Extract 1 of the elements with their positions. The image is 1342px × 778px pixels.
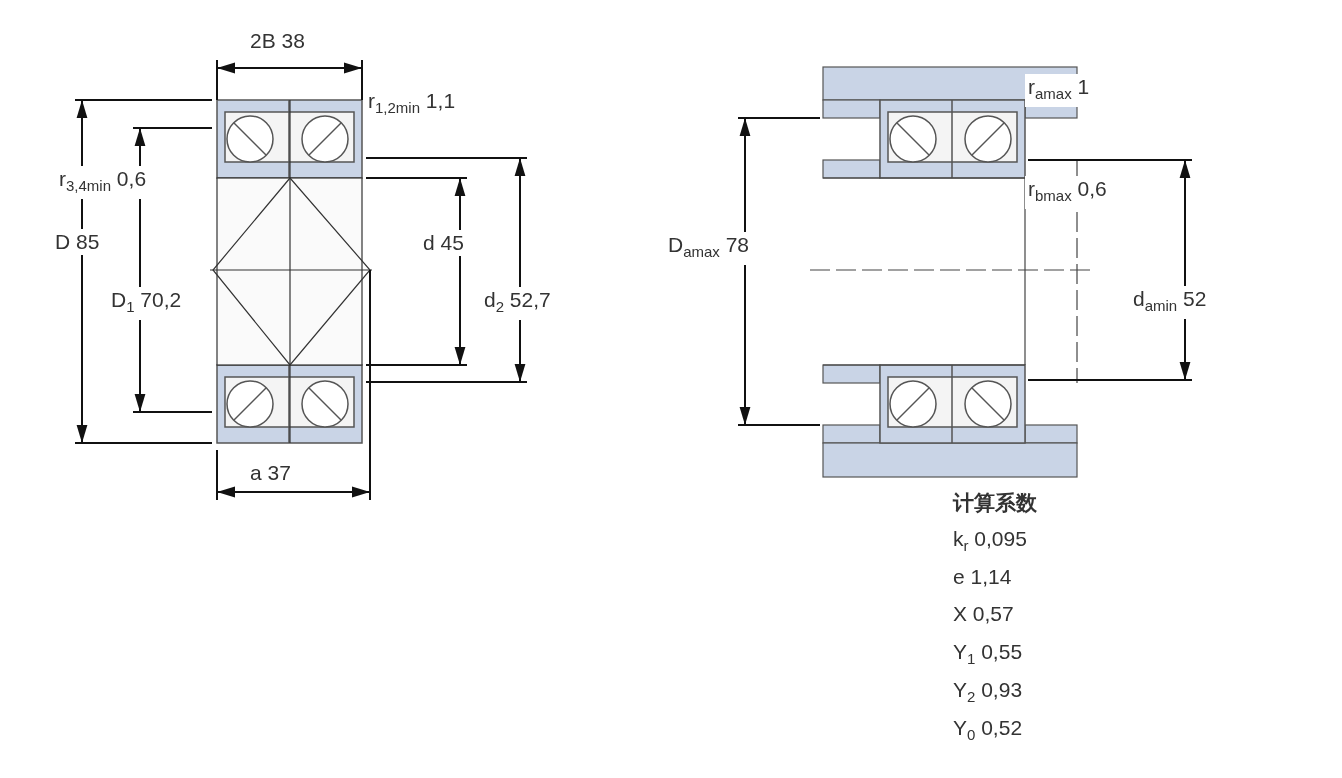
table-heading: 计算系数	[950, 490, 1040, 516]
